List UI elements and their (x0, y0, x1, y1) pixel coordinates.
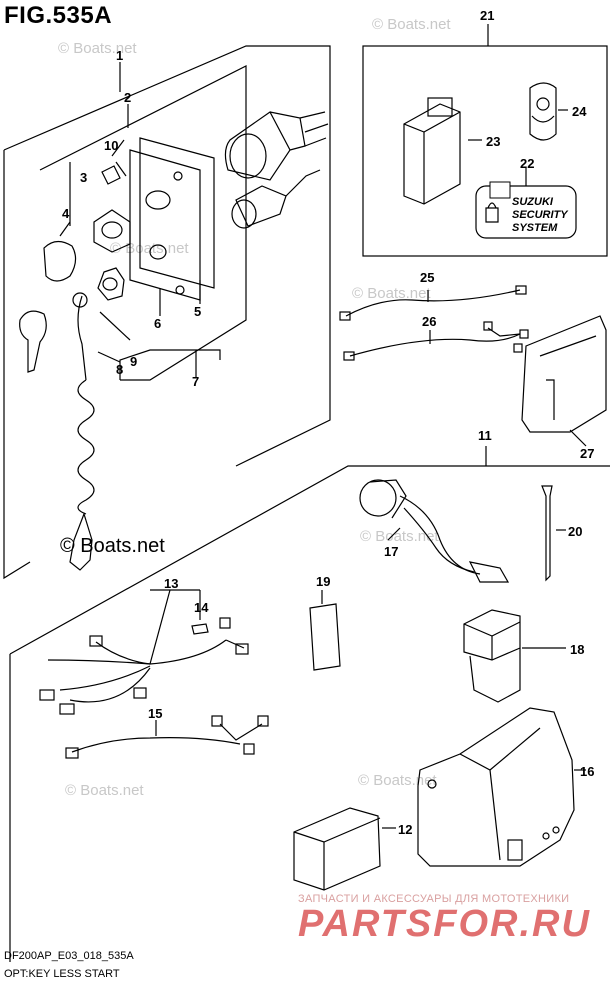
figure-title: FIG.535A (4, 2, 113, 29)
callout-1: 1 (116, 48, 124, 63)
security-label-line2: SECURITY (512, 209, 569, 221)
watermark: © Boats.net (372, 16, 451, 33)
callout-3: 3 (80, 170, 88, 185)
watermark: © Boats.net (360, 528, 439, 545)
callout-5: 5 (194, 304, 202, 319)
callout-10: 10 (104, 138, 119, 153)
callout-24: 24 (572, 104, 587, 119)
callout-2: 2 (124, 90, 132, 105)
watermark: © Boats.net (58, 40, 137, 57)
brand-logo: PARTSFOR.RU (298, 903, 591, 945)
callout-6: 6 (154, 316, 162, 331)
callout-21: 21 (480, 8, 495, 23)
callout-23: 23 (486, 134, 501, 149)
security-label-line3: SYSTEM (512, 222, 558, 234)
security-label-line1: SUZUKI (512, 196, 554, 208)
watermark: © Boats.net (358, 772, 437, 789)
callout-25: 25 (420, 270, 435, 285)
figure-caption: OPT:KEY LESS START (4, 968, 120, 980)
callout-12: 12 (398, 822, 413, 837)
callout-18: 18 (570, 642, 585, 657)
callout-4: 4 (62, 206, 70, 221)
figure-code: DF200AP_E03_018_535A (4, 950, 134, 962)
callout-20: 20 (568, 524, 583, 539)
callout-19: 19 (316, 574, 331, 589)
callout-8: 8 (116, 362, 124, 377)
callout-13: 13 (164, 576, 179, 591)
callout-14: 14 (194, 600, 209, 615)
callout-15: 15 (148, 706, 163, 721)
callout-9: 9 (130, 354, 138, 369)
callout-27: 27 (580, 446, 595, 461)
callout-26: 26 (422, 314, 437, 329)
callout-22: 22 (520, 156, 535, 171)
watermark: © Boats.net (352, 285, 431, 302)
callout-16: 16 (580, 764, 595, 779)
callout-11: 11 (478, 428, 492, 443)
brand-tagline: ЗАПЧАСТИ И АКСЕССУАРЫ ДЛЯ МОТОТЕХНИКИ (298, 893, 570, 905)
watermark-large: © Boats.net (60, 535, 165, 557)
callout-17: 17 (384, 544, 399, 559)
watermark: © Boats.net (65, 782, 144, 799)
callout-7: 7 (192, 374, 200, 389)
